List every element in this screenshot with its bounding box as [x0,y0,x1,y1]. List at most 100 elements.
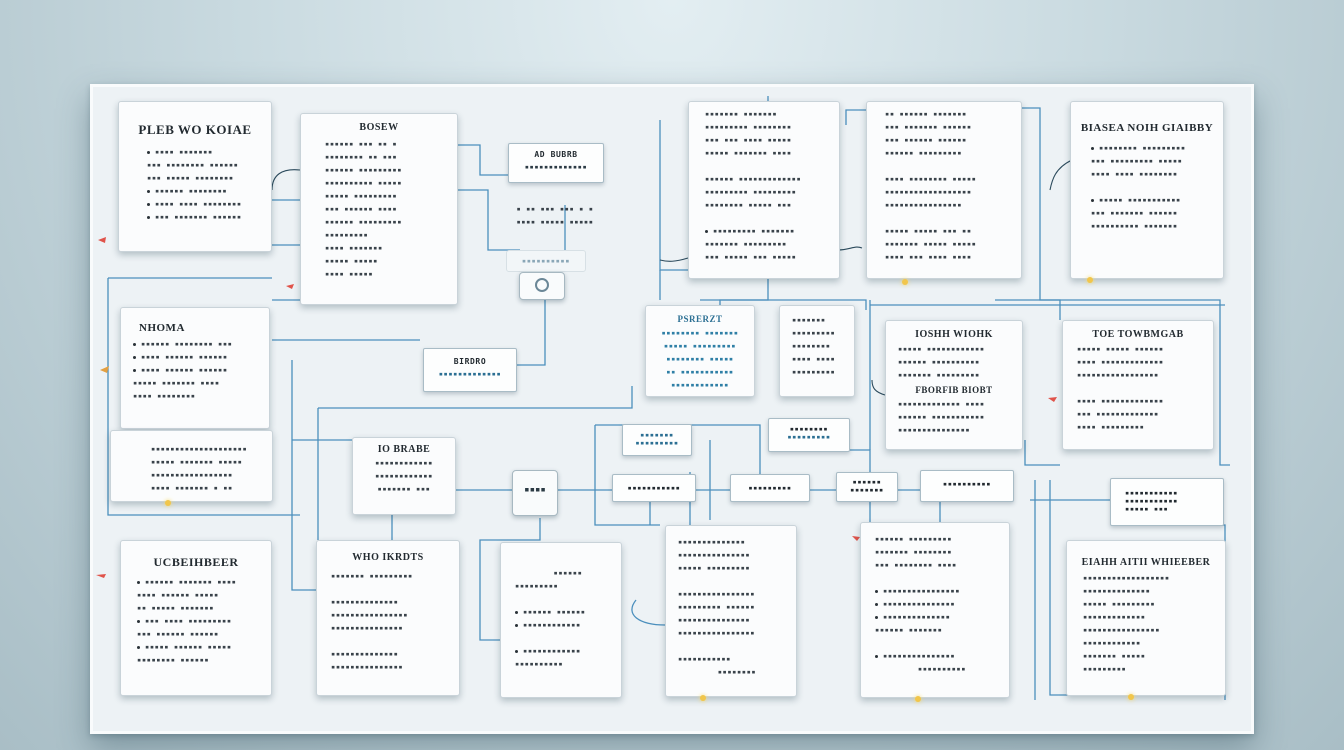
text-line: ▪▪▪▪▪ ▪▪▪ [1125,505,1169,513]
status-dot [1087,277,1093,283]
text-line: ▪▪▪▪▪▪▪▪▪▪▪▪▪▪▪▪▪ [1077,371,1159,379]
label-tag: ▪▪▪▪▪▪▪▪▪▪▪ ▪▪▪▪▪▪▪▪▪▪▪ ▪▪▪▪▪ ▪▪▪ [1110,478,1224,526]
text-line: ▪▪▪▪▪▪▪▪▪▪▪▪ [375,472,433,480]
text-line [1077,382,1213,395]
text-line: ▪▪▪▪▪ ▪▪▪▪▪ ▪▪▪ ▪▪ [885,227,972,235]
info-card: UCBEIHBEER ▪▪▪▪▪▪ ▪▪▪▪▪▪▪ ▪▪▪▪ ▪▪▪▪ ▪▪▪▪… [120,540,272,696]
label-tag: ▪▪▪▪▪▪▪▪▪ [730,474,810,502]
info-card: IOSHH WIOHK ▪▪▪▪▪ ▪▪▪▪▪▪▪▪▪▪▪▪ ▪▪▪▪▪▪ ▪▪… [885,320,1023,450]
text-line: ▪▪▪▪▪▪▪▪▪ ▪▪▪▪▪▪▪ [705,225,839,238]
card-title: TOE TOWBMGAB [1092,329,1184,340]
text-line: ▪▪▪▪▪▪▪▪ ▪▪▪▪▪ [666,355,734,363]
info-card: ▪▪▪▪▪▪ ▪▪▪▪▪▪▪▪▪ ▪▪▪▪▪▪ ▪▪▪▪▪▪ ▪▪▪▪▪▪▪▪▪… [500,542,622,698]
text-line [331,583,459,596]
info-card: NHOMA ▪▪▪▪▪▪ ▪▪▪▪▪▪▪▪ ▪▪▪ ▪▪▪▪ ▪▪▪▪▪▪ ▪▪… [120,307,270,429]
info-card: ▪▪▪▪▪▪▪▪▪▪▪▪▪▪ ▪▪▪▪▪▪▪▪▪▪▪▪▪▪▪ ▪▪▪▪▪ ▪▪▪… [665,525,797,697]
text-line: ▪▪▪▪▪▪▪▪▪▪▪▪▪▪▪ [898,426,971,434]
info-card: PLEB WO KOIAE ▪▪▪▪ ▪▪▪▪▪▪▪ ▪▪▪ ▪▪▪▪▪▪▪▪ … [118,101,272,252]
text-line: ▪▪▪▪▪▪▪▪▪ [792,368,836,376]
text-line: ▪▪▪▪▪▪ ▪▪▪▪▪▪▪▪▪▪ [898,358,980,366]
text-line: ▪▪▪▪▪▪▪▪▪▪▪ [1125,489,1178,497]
text-line: ▪▪▪▪▪▪▪▪▪▪ [942,480,992,488]
text-line: ▪▪▪ ▪▪▪▪▪▪▪ ▪▪▪▪▪▪ [1091,209,1178,217]
text-line: ▪▪▪ ▪▪▪▪▪▪▪▪▪▪▪▪▪ [1077,410,1159,418]
text-line: ▪▪▪▪▪▪▪▪▪▪▪▪▪▪▪▪▪▪ [885,188,972,196]
status-dot [165,500,171,506]
text-line: ▪▪▪▪▪ ▪▪▪▪▪▪▪▪▪ [678,564,751,572]
text-line: ▪▪▪▪ ▪▪▪▪▪▪▪ [325,244,383,252]
text-line: ▪▪▪▪ ▪▪▪ ▪▪▪▪▪▪▪ ▪▪▪ [705,277,839,278]
text-line: ▪▪▪▪▪▪ ▪▪▪▪▪▪ [515,606,621,619]
text-line: ▪▪▪▪▪▪▪▪▪▪▪▪ [515,645,621,658]
text-line: ▪▪▪▪▪▪▪▪ [792,342,831,350]
text-line [875,572,1009,585]
text-line: ▪▪▪ ▪▪▪▪▪▪▪ ▪▪▪▪▪▪ [885,123,972,131]
text-line: ▪▪▪▪▪ ▪▪▪▪▪▪▪▪▪▪▪▪ [898,345,985,353]
label-tag: ▪▪▪▪▪▪▪▪▪▪ [920,470,1014,502]
card-title: NHOMA [139,322,185,334]
text-line: ▪▪▪▪▪▪ ▪▪▪ ▪▪ ▪ [325,140,398,148]
text-line: ▪▪▪▪▪ ▪▪▪▪▪▪▪ ▪▪▪▪ [133,379,220,387]
info-card: ▪▪ ▪▪▪▪▪▪ ▪▪▪▪▪▪▪ ▪▪▪ ▪▪▪▪▪▪▪ ▪▪▪▪▪▪ ▪▪▪… [866,101,1022,279]
text-line: ▪▪▪▪▪▪▪▪▪▪▪▪▪▪▪▪▪▪▪▪ [151,445,248,453]
text-line: ▪▪▪▪▪▪▪ ▪▪▪ [377,485,431,493]
card-title: PSRERZT [677,314,723,324]
text-line [875,637,1009,650]
text-line: ▪▪▪▪ ▪▪▪▪ [792,355,836,363]
info-card: ▪ ▪▪ ▪▪▪ ▪▪▪ ▪ ▪ ▪▪▪▪ ▪▪▪▪▪ ▪▪▪▪▪ [505,203,605,243]
text-line: ▪▪▪▪▪ ▪▪▪▪▪▪▪▪▪ [1083,600,1156,608]
text-line: ▪▪▪▪▪▪▪▪▪ [748,484,792,492]
text-line: ▪▪▪▪▪▪▪▪▪▪▪▪▪▪ [678,538,746,546]
status-dot [1128,694,1134,700]
text-line: ▪▪▪▪▪▪▪▪ ▪▪▪▪▪▪▪ [661,329,739,337]
card-title: WHO IKRDTS [352,552,424,560]
label-tag: AD BUBRB ▪▪▪▪▪▪▪▪▪▪▪▪▪ [508,143,604,183]
text-line: ▪▪▪▪▪▪▪▪▪▪▪▪▪ [1083,613,1146,621]
connector-node: ▪▪▪▪ [512,470,558,516]
text-line: ▪▪▪▪▪▪▪▪▪▪▪▪▪▪▪▪▪▪ [1083,574,1170,582]
text-line: ▪▪▪ ▪▪▪▪▪ ▪▪▪ ▪▪▪▪▪ [705,253,797,261]
text-line: ▪▪▪▪▪▪▪▪ [717,668,757,676]
info-card: IO BRABE ▪▪▪▪▪▪▪▪▪▪▪▪ ▪▪▪▪▪▪▪▪▪▪▪▪ ▪▪▪▪▪… [352,437,456,515]
text-line: ▪▪▪▪▪▪ ▪▪▪▪▪▪▪▪▪▪▪▪▪ [705,175,802,183]
text-line: ▪▪▪▪▪▪ ▪▪▪▪▪▪▪▪ [147,185,271,198]
text-line [678,575,796,588]
text-line [515,632,621,645]
connector-node [519,272,565,300]
text-line: ▪▪▪▪▪▪▪▪▪ [635,439,679,447]
text-line: ▪▪▪▪▪▪▪▪▪▪▪▪ [1083,639,1141,647]
card-title: BIASEA NOIH GIAIBBY [1080,122,1214,134]
text-line: ▪▪▪▪ ▪▪▪▪ ▪▪▪▪▪▪▪▪ [1091,170,1178,178]
text-line: ▪▪▪▪ ▪▪▪▪▪ ▪▪▪▪▪ [516,218,594,226]
text-line: ▪▪▪▪ ▪▪▪▪▪▪ ▪▪▪▪▪ [137,591,219,599]
text-line: ▪▪▪ ▪▪▪ ▪▪▪▪ ▪▪▪▪▪ [705,136,792,144]
card-title: IOSHH WIOHK [915,329,993,340]
tag-label: BIRDRO [453,357,487,366]
text-line: ▪▪▪▪▪▪▪ ▪▪▪▪▪▪▪ [705,110,778,118]
text-line: ▪▪▪▪ ▪▪▪▪▪ [325,270,374,278]
info-card: TOE TOWBMGAB ▪▪▪▪▪ ▪▪▪▪▪ ▪▪▪▪▪▪ ▪▪▪▪ ▪▪▪… [1062,320,1214,450]
info-card: EIAHH AITII WHIEEBER ▪▪▪▪▪▪▪▪▪▪▪▪▪▪▪▪▪▪ … [1066,540,1226,696]
text-line: ▪▪▪▪▪▪▪▪▪▪▪▪▪▪▪ [875,650,1009,663]
text-line [1091,181,1223,194]
text-line: ▪▪▪▪▪▪▪▪▪▪▪▪▪ ▪▪▪▪ [898,400,985,408]
text-line: ▪▪▪▪▪▪▪▪▪▪▪ [1125,497,1178,505]
text-line: ▪▪▪▪▪▪▪▪▪ [787,433,831,441]
text-line [885,212,1021,225]
text-line: ▪▪▪▪▪▪▪ ▪▪▪▪▪▪▪▪▪ [705,240,787,248]
text-line: ▪▪▪▪▪▪▪▪ ▪▪▪▪▪▪ [137,656,210,664]
label-tag: ▪▪▪▪▪▪ ▪▪▪▪▪▪▪ [836,472,898,502]
text-line: ▪▪▪▪▪▪▪ ▪▪▪▪▪ ▪▪▪▪▪ [885,240,977,248]
text-line: ▪▪▪▪▪▪▪▪▪ [325,231,369,239]
text-line: ▪▪▪▪▪▪▪▪▪▪▪▪▪▪ [1083,587,1151,595]
text-line: ▪▪▪▪▪▪▪▪▪▪ [515,660,564,668]
text-line: ▪▪▪▪▪▪▪▪▪▪▪▪▪▪▪▪▪ [151,471,233,479]
text-line: ▪▪▪▪▪▪▪▪▪▪▪▪▪▪▪ [875,598,1009,611]
text-line: ▪▪▪▪▪▪▪▪ ▪▪ ▪▪▪ [325,153,398,161]
tag-label: AD BUBRB [534,150,578,159]
text-line: ▪▪▪ ▪▪▪▪▪▪▪ ▪▪▪▪▪▪ [147,211,271,224]
text-line: ▪▪▪▪▪▪▪▪▪▪▪ [678,655,731,663]
text-line: ▪▪▪▪▪▪▪ ▪▪▪▪▪▪▪▪ [875,548,953,556]
text-line: ▪▪▪▪▪▪▪▪▪ ▪▪▪▪▪▪▪▪ [705,123,792,131]
card-title: BOSEW [359,122,399,133]
